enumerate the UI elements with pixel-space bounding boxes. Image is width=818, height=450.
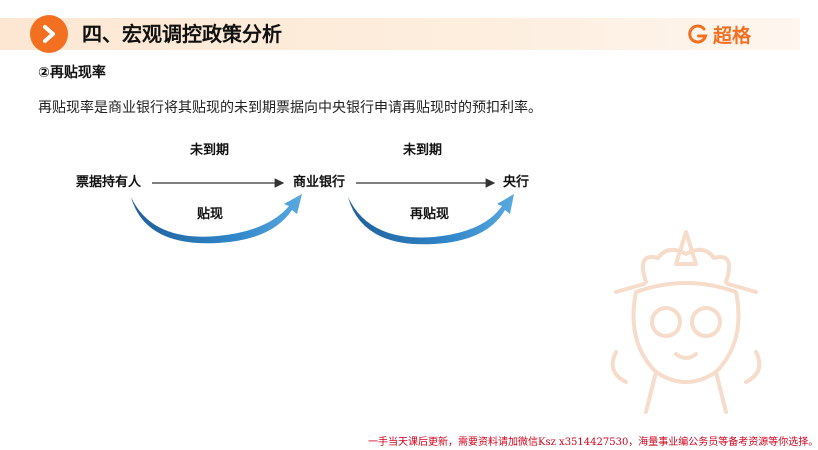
arc-rediscount (348, 194, 514, 245)
header-badge (30, 15, 68, 53)
section-subtitle: ②再贴现率 (38, 65, 106, 81)
brand-logo: 超格 (688, 21, 751, 47)
arc-discount (131, 194, 302, 244)
page-title: 四、宏观调控政策分析 (82, 22, 282, 46)
brand-name: 超格 (713, 24, 752, 47)
node-central-bank: 央行 (503, 175, 530, 190)
label-due-first: 未到期 (190, 143, 230, 158)
flow-diagram (131, 178, 514, 245)
footer-note: 一手当天课后更新，需要资料请加微信Ksz x3514427530，海量事业编公务… (368, 437, 818, 448)
mascot-watermark-icon (610, 230, 762, 414)
label-rediscount: 再贴现 (410, 207, 450, 222)
header-bar (0, 18, 800, 50)
chevron-right-icon (43, 25, 55, 43)
label-discount: 贴现 (197, 207, 224, 222)
definition-text: 再贴现率是商业银行将其贴现的未到期票据向中央银行申请再贴现时的预扣利率。 (38, 100, 542, 116)
label-due-second: 未到期 (403, 143, 443, 158)
node-bill-holder: 票据持有人 (76, 175, 142, 190)
node-commercial-bank: 商业银行 (293, 175, 346, 190)
brand-g-icon (688, 24, 708, 44)
